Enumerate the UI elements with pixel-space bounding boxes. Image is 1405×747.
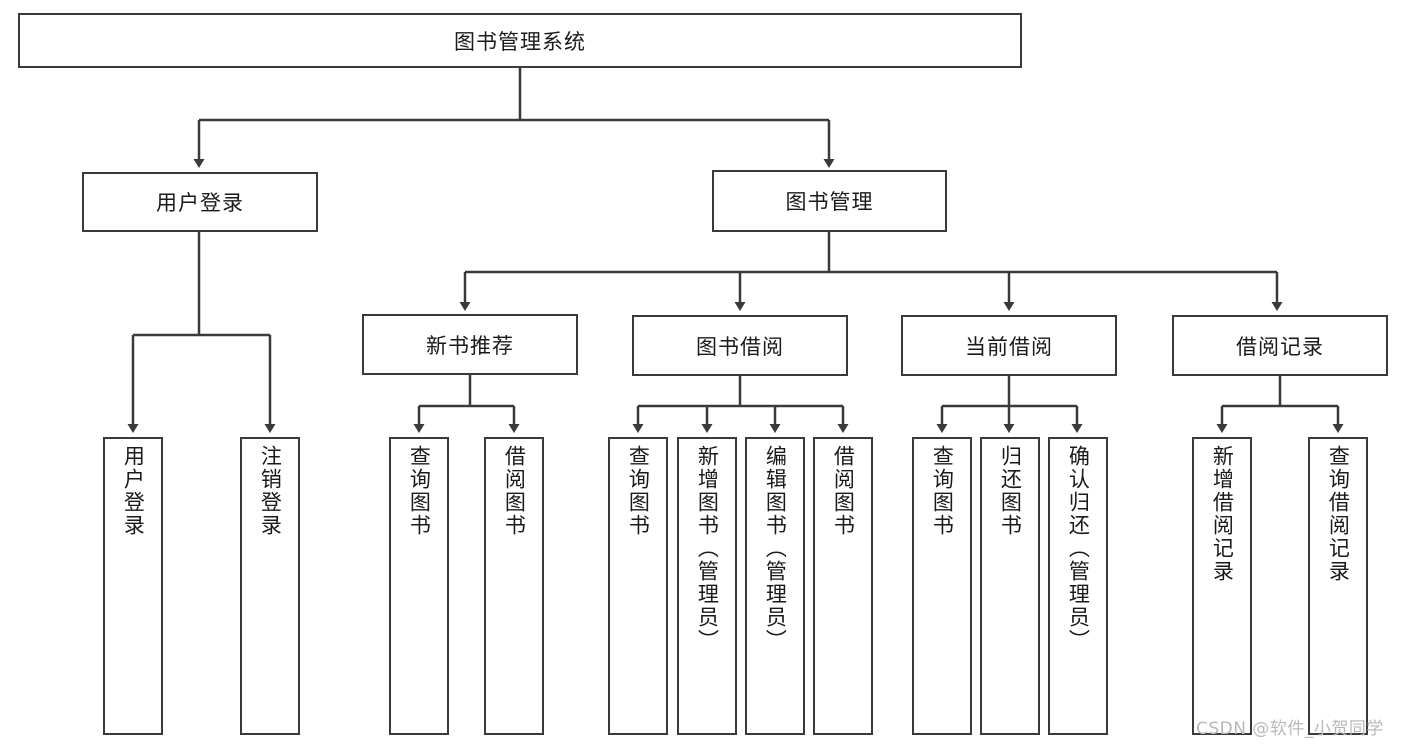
node-label: 注销登录 [258,445,283,537]
node-label: 借阅记录 [1236,334,1324,359]
node-label: 归还图书 [998,445,1023,537]
leaf-add-borrow-record[interactable]: 新增借阅记录 [1192,437,1252,735]
node-label: 查询图书 [626,445,651,537]
node-label: 图书借阅 [696,334,784,359]
node-label: 查询图书 [930,445,955,537]
node-book-management[interactable]: 图书管理 [712,170,947,232]
node-label: 新增图书（管理员） [695,445,720,652]
node-label: 新书推荐 [426,333,514,358]
node-label: 用户登录 [121,445,146,537]
node-user-login[interactable]: 用户登录 [82,172,318,232]
node-label: 借阅图书 [831,445,856,537]
node-label: 查询图书 [407,445,432,537]
leaf-query-book-borrow[interactable]: 查询图书 [608,437,668,735]
node-borrow-record[interactable]: 借阅记录 [1172,315,1388,376]
node-root-system[interactable]: 图书管理系统 [18,13,1022,68]
node-label: 确认归还（管理员） [1066,445,1091,652]
leaf-add-book-admin[interactable]: 新增图书（管理员） [677,437,737,735]
node-label: 查询借阅记录 [1326,445,1351,583]
node-label: 当前借阅 [965,334,1053,359]
leaf-borrow-book-recommend[interactable]: 借阅图书 [484,437,544,735]
node-label: 图书管理 [785,190,874,214]
node-current-borrow[interactable]: 当前借阅 [901,315,1117,376]
node-label: 用户登录 [156,191,244,215]
leaf-user-login[interactable]: 用户登录 [103,437,163,735]
leaf-query-book-current[interactable]: 查询图书 [912,437,972,735]
node-label: 图书管理系统 [454,29,586,54]
node-label: 借阅图书 [502,445,527,537]
leaf-query-book-recommend[interactable]: 查询图书 [389,437,449,735]
leaf-user-logout[interactable]: 注销登录 [240,437,300,735]
leaf-edit-book-admin[interactable]: 编辑图书（管理员） [745,437,805,735]
node-label: 新增借阅记录 [1210,445,1235,583]
leaf-borrow-book[interactable]: 借阅图书 [813,437,873,735]
node-label: 编辑图书（管理员） [763,445,788,652]
node-new-book-recommend[interactable]: 新书推荐 [362,314,578,375]
leaf-confirm-return-admin[interactable]: 确认归还（管理员） [1048,437,1108,735]
node-book-borrow[interactable]: 图书借阅 [632,315,848,376]
leaf-return-book[interactable]: 归还图书 [980,437,1040,735]
leaf-query-borrow-record[interactable]: 查询借阅记录 [1308,437,1368,735]
